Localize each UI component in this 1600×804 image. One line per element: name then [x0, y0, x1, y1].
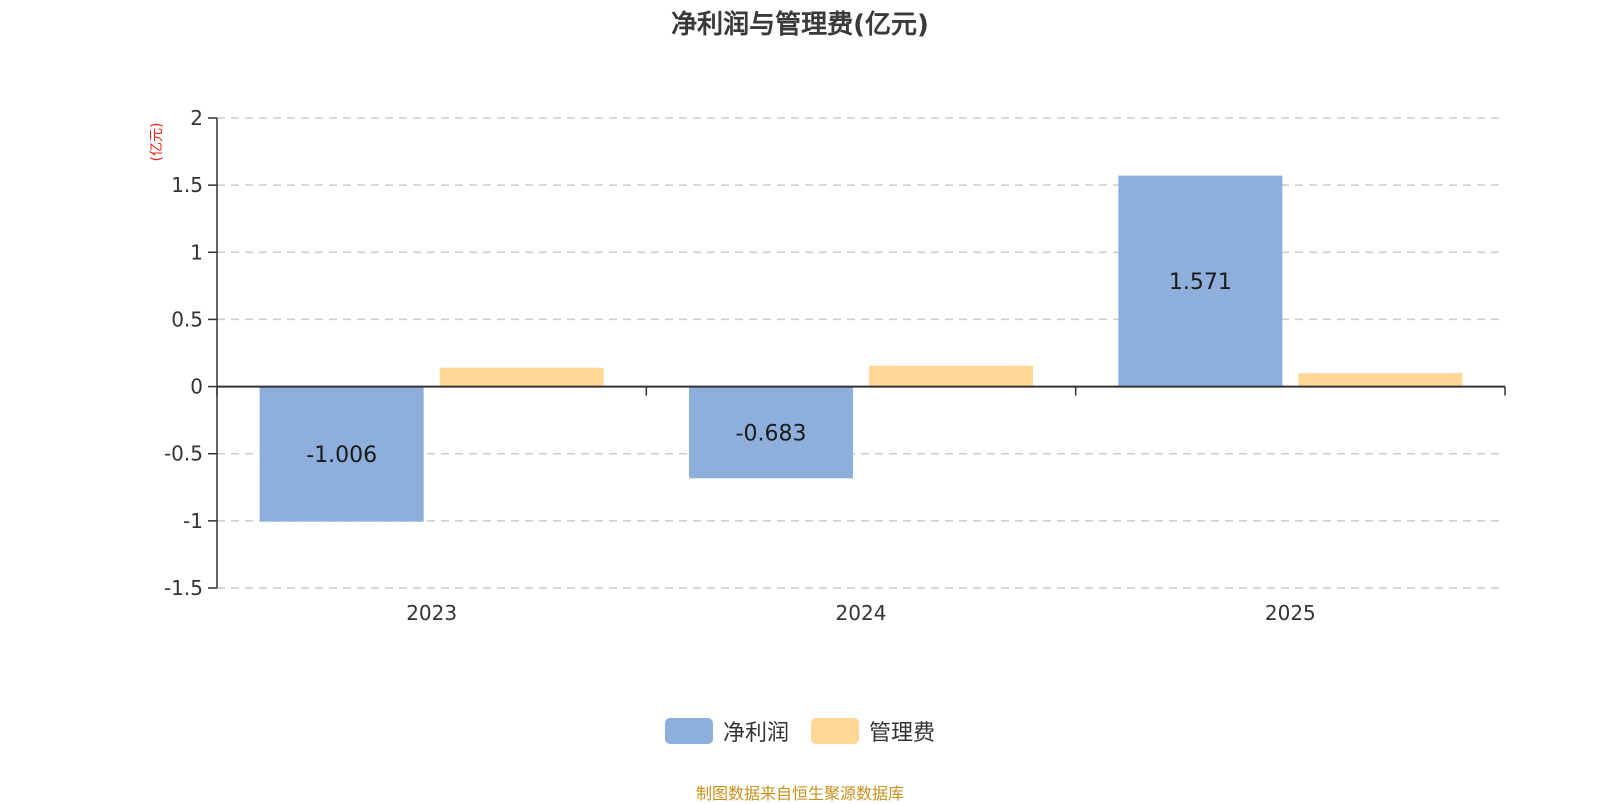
- bar: [1298, 373, 1463, 387]
- y-tick-label: -1.5: [164, 576, 203, 600]
- bar: [689, 386, 853, 479]
- x-tick-label: 2025: [1265, 601, 1316, 625]
- legend-item[interactable]: 管理费: [811, 715, 935, 747]
- y-tick-label: 1.5: [171, 173, 203, 197]
- bar: [869, 365, 1033, 387]
- bars: [259, 175, 1463, 522]
- y-tick-label: 0: [190, 375, 203, 399]
- bar: [439, 367, 604, 387]
- y-tick-label: 0.5: [171, 307, 203, 331]
- labels: 2 1.5 1 0.5 0 -0.5 -1 -1.5 (亿元) 2023 2024 2025 -1.00…: [149, 106, 1316, 625]
- bar-chart: 2 1.5 1 0.5 0 -0.5 -1 -1.5 (亿元) 2023 2024 2025 -1.00…: [149, 106, 1506, 625]
- x-tick-label: 2024: [836, 601, 887, 625]
- legend: 净利润 管理费: [0, 715, 1600, 747]
- axes: [208, 117, 1506, 589]
- chart-title: 净利润与管理费(亿元): [671, 10, 929, 40]
- y-tick-label: -1: [183, 509, 203, 533]
- y-tick-label: 1: [190, 240, 203, 264]
- source-note: 制图数据来自恒生聚源数据库: [695, 784, 904, 803]
- legend-swatch: [811, 718, 859, 744]
- bar-value-label: 1.571: [1169, 270, 1232, 295]
- grid-lines: [217, 117, 1505, 589]
- bar: [1118, 175, 1283, 387]
- y-tick-label: -0.5: [164, 442, 203, 466]
- bar: [259, 386, 424, 522]
- y-unit-label: (亿元): [149, 123, 165, 162]
- x-tick-label: 2023: [406, 601, 457, 625]
- legend-label: 管理费: [869, 721, 936, 746]
- y-tick-label: 2: [190, 106, 203, 130]
- bar-value-label: -1.006: [306, 443, 377, 468]
- legend-label: 净利润: [722, 721, 789, 746]
- legend-swatch: [664, 718, 713, 744]
- legend-item[interactable]: 净利润: [664, 715, 789, 747]
- bar-value-label: -0.683: [736, 421, 807, 446]
